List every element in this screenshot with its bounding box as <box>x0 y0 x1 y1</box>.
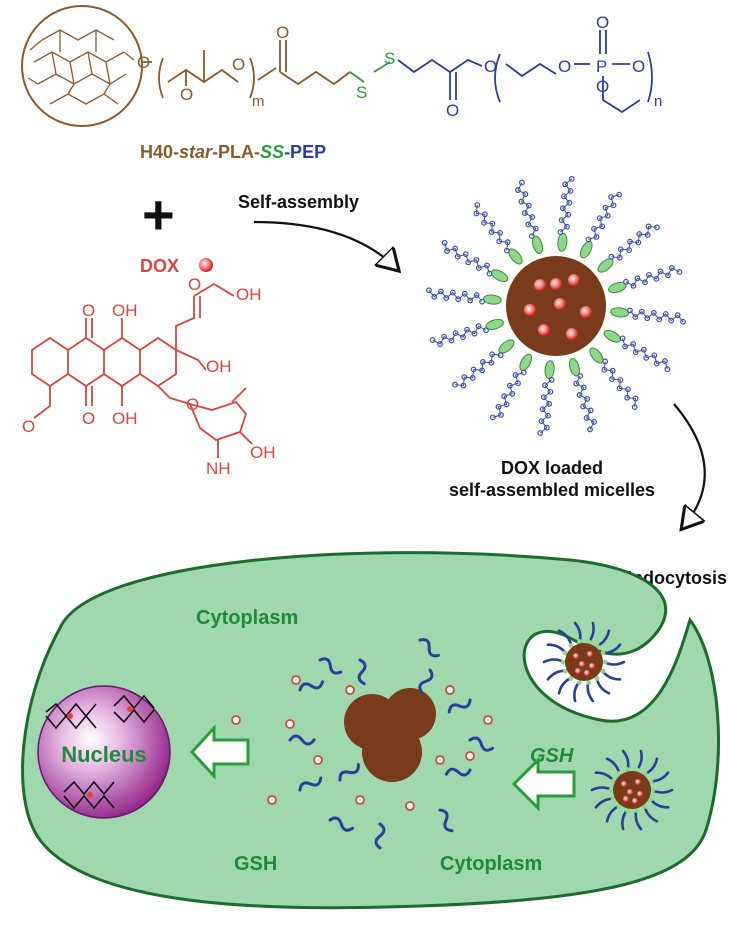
micelle-chains <box>426 176 686 436</box>
micelle-drug-dots <box>524 274 592 340</box>
dna-strand-icons <box>45 694 155 810</box>
self-assembly-label: Self-assembly <box>238 192 359 212</box>
self-assembly-arrow <box>253 220 396 268</box>
micelles-label-line1: DOX loaded <box>501 458 603 478</box>
polymer-name-h40: H40- <box>140 142 179 162</box>
pep-segment <box>397 30 653 114</box>
free-peg-chains <box>288 638 495 850</box>
dox-atom-oh-2: OH <box>112 409 138 428</box>
micelle-icon <box>426 176 686 436</box>
polymer-name-pep: -PEP <box>284 142 326 162</box>
dox-structure-icon <box>31 282 253 458</box>
atom-p: P <box>596 57 607 76</box>
free-dox-dots <box>231 675 493 811</box>
atom-s-2: S <box>384 49 395 68</box>
polymer-name-ss: SS <box>260 142 284 162</box>
h40-core-icon <box>21 5 143 127</box>
release-arrow-right <box>511 756 576 812</box>
atom-o-carbonyl-2: O <box>276 23 289 42</box>
dox-atom-o-3: O <box>188 275 201 294</box>
nucleus-label: Nucleus <box>61 742 147 767</box>
subscript-n: n <box>654 93 662 110</box>
pla-atoms: O O O m O <box>137 23 289 110</box>
dox-atom-nh2: NH <box>206 459 231 478</box>
gsh-label-right: GSH <box>530 745 574 767</box>
atom-o-carbonyl-1: O <box>180 85 193 104</box>
pla-segment <box>142 40 351 99</box>
dox-atom-oh-5: OH <box>250 443 276 462</box>
atom-o-carbonyl-3: O <box>446 101 459 120</box>
dox-atom-o-methoxy: O <box>22 417 35 436</box>
atom-o-phosphoryl: O <box>596 13 609 32</box>
atom-o-ester-1: O <box>232 55 245 74</box>
dox-atom-oh-4: OH <box>206 357 232 376</box>
atom-o-ethoxy: O <box>596 77 609 96</box>
plus-sign: + <box>142 183 175 246</box>
subscript-m: m <box>252 93 265 110</box>
endocytosis-arrow <box>673 403 706 526</box>
atom-o-phosphate-1: O <box>558 57 571 76</box>
atom-o-ester-3: O <box>484 57 497 76</box>
disassembled-core <box>344 688 436 782</box>
polymer-name: H40-star-PLA-SS-PEP <box>140 142 326 162</box>
endocytosed-micelle-icon <box>542 621 626 703</box>
disulfide-segment <box>349 61 391 83</box>
micelles-label-line2: self-assembled micelles <box>449 480 655 500</box>
dox-atom-o-1: O <box>82 301 95 320</box>
dox-atom-oh-3: OH <box>236 285 262 304</box>
intracellular-micelle-icon <box>590 749 674 831</box>
cytoplasm-label-bottom: Cytoplasm <box>440 853 542 875</box>
dox-atom-oh-1: OH <box>112 301 138 320</box>
nucleus: Nucleus <box>37 685 171 819</box>
dox-atom-o-glycoside: O <box>186 395 199 414</box>
release-arrow-left <box>189 724 250 780</box>
atom-o-core: O <box>137 53 150 72</box>
polymer-name-star: star <box>179 142 213 162</box>
atom-s-1: S <box>356 83 367 102</box>
polymer-name-pla: -PLA- <box>212 142 260 162</box>
dox-label: DOX <box>140 256 179 276</box>
gsh-label-left: GSH <box>234 853 277 875</box>
dox-atom-o-2: O <box>82 409 95 428</box>
atom-o-phosphate-2: O <box>632 57 645 76</box>
cytoplasm-label-top: Cytoplasm <box>196 607 298 629</box>
dox-dot-icon <box>199 258 213 272</box>
